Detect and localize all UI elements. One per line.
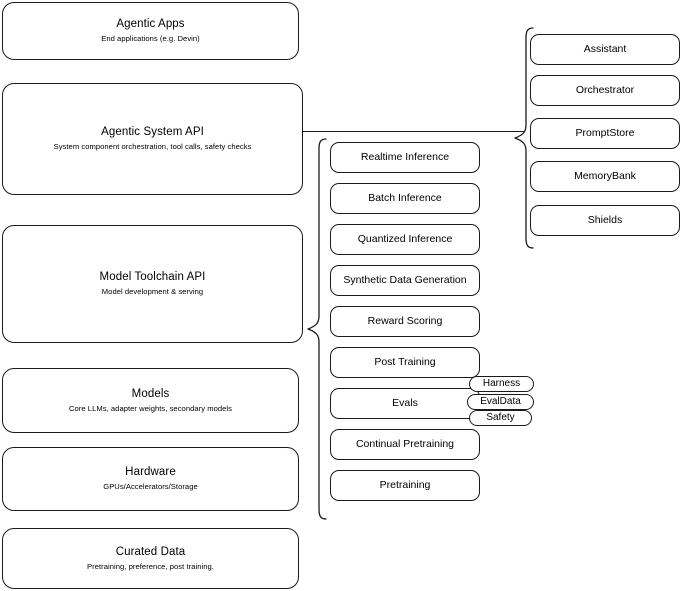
layer-subtitle: Model development & serving [101,287,204,296]
layer-title: Models [131,387,170,400]
layer-title: Agentic System API [101,126,204,138]
node-label: Shields [587,214,623,226]
node-label: Continual Pretraining [355,438,455,450]
layer-subtitle: Core LLMs, adapter weights, secondary mo… [68,403,232,413]
node-realtime-inference[interactable]: Realtime Inference [330,142,480,173]
connector-agentic-system-to-components [303,131,524,132]
node-synthetic-data-generation[interactable]: Synthetic Data Generation [330,265,480,296]
badge-label: EvalData [480,396,521,407]
layer-subtitle: End applications (e.g. Devin) [101,34,200,43]
layer-subtitle: System component orchestration, tool cal… [53,142,252,151]
node-assistant[interactable]: Assistant [530,34,680,65]
layer-card-hardware[interactable]: Hardware GPUs/Accelerators/Storage [2,447,299,511]
node-label: Synthetic Data Generation [343,274,467,286]
node-label: Assistant [583,43,627,55]
node-pretraining[interactable]: Pretraining [330,470,480,501]
node-memorybank[interactable]: MemoryBank [530,161,680,192]
node-post-training[interactable]: Post Training [330,347,480,378]
node-label: Quantized Inference [357,233,453,245]
node-evals[interactable]: Evals [330,388,480,419]
badge-label: Safety [486,412,515,423]
node-label: PromptStore [575,127,635,139]
node-continual-pretraining[interactable]: Continual Pretraining [330,429,480,460]
node-quantized-inference[interactable]: Quantized Inference [330,224,480,255]
node-label: MemoryBank [574,170,636,182]
node-shields[interactable]: Shields [530,205,680,236]
node-label: Post Training [374,356,436,368]
layer-card-model-toolchain-api[interactable]: Model Toolchain API Model development & … [2,225,303,343]
node-batch-inference[interactable]: Batch Inference [330,183,480,214]
badge-safety[interactable]: Safety [469,410,532,426]
node-label: Orchestrator [575,84,635,96]
node-promptstore[interactable]: PromptStore [530,118,680,149]
layer-subtitle: Pretraining, preference, post training. [87,561,214,571]
layer-card-agentic-system-api[interactable]: Agentic System API System component orch… [2,83,303,195]
layer-subtitle: GPUs/Accelerators/Storage [103,482,198,491]
node-label: Reward Scoring [367,315,443,327]
brace-agentic-system-components [514,27,534,249]
layer-card-agentic-apps[interactable]: Agentic Apps End applications (e.g. Devi… [2,2,299,60]
layer-title: Curated Data [115,545,186,558]
badge-label: Harness [482,378,521,389]
node-label: Realtime Inference [360,151,450,163]
layer-card-models[interactable]: Models Core LLMs, adapter weights, secon… [2,368,299,433]
layer-title: Agentic Apps [116,18,185,30]
node-label: Evals [392,397,418,409]
layer-title: Hardware [125,466,176,478]
node-reward-scoring[interactable]: Reward Scoring [330,306,480,337]
node-orchestrator[interactable]: Orchestrator [530,75,680,106]
node-label: Batch Inference [368,192,442,204]
layer-title: Model Toolchain API [99,271,206,283]
badge-harness[interactable]: Harness [469,376,534,392]
layer-card-curated-data[interactable]: Curated Data Pretraining, preference, po… [2,528,299,589]
node-label: Pretraining [379,479,431,491]
brace-toolchain-components [307,138,327,520]
badge-evaldata[interactable]: EvalData [467,394,534,410]
